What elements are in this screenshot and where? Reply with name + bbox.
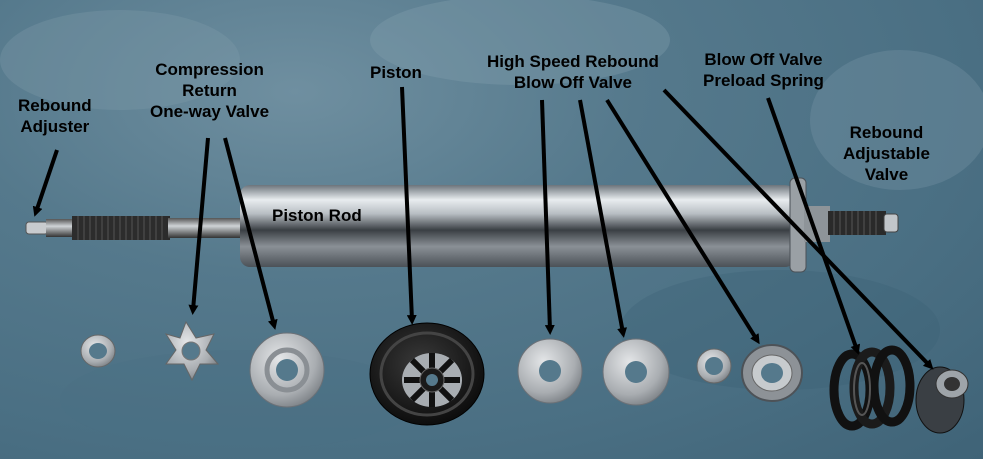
- label-high-speed-rebound: High Speed Rebound Blow Off Valve: [487, 52, 659, 92]
- arrow-valve-seat: [605, 98, 760, 345]
- arrow-piston: [400, 86, 417, 325]
- compression-return-disc: [249, 332, 325, 408]
- arrow-disc-1: [540, 99, 555, 335]
- arrow-disc-2: [578, 99, 628, 338]
- rebound-disc-1: [517, 338, 583, 404]
- arrow-valve-cap: [662, 88, 934, 370]
- rebound-adjustable-valve-cap: [915, 366, 969, 434]
- rebound-adjustable-valve-shaft: [828, 211, 899, 235]
- label-blow-off-spring: Blow Off Valve Preload Spring: [703, 50, 824, 90]
- label-rebound-adjuster: Rebound Adjuster: [18, 96, 92, 136]
- annotation-arrows: [32, 86, 934, 370]
- arrow-spring: [766, 97, 861, 355]
- label-piston-rod: Piston Rod: [272, 206, 362, 225]
- blow-off-valve-seat: [741, 344, 803, 402]
- arrow-rebound-adjuster: [32, 149, 59, 217]
- rebound-disc-2: [602, 338, 670, 406]
- label-compression-return: Compression Return One-way Valve: [150, 60, 270, 121]
- label-rebound-adjustable-valve: Rebound Adjustable Valve: [843, 123, 930, 184]
- piston: [369, 322, 485, 426]
- rebound-adjuster-shaft: [25, 216, 248, 240]
- star-washer: [164, 320, 220, 382]
- label-piston: Piston: [370, 63, 422, 82]
- arrow-compression-disc: [223, 137, 278, 330]
- small-washer-right: [696, 348, 732, 384]
- small-washer-left: [80, 334, 116, 368]
- arrow-compression-star: [188, 137, 210, 315]
